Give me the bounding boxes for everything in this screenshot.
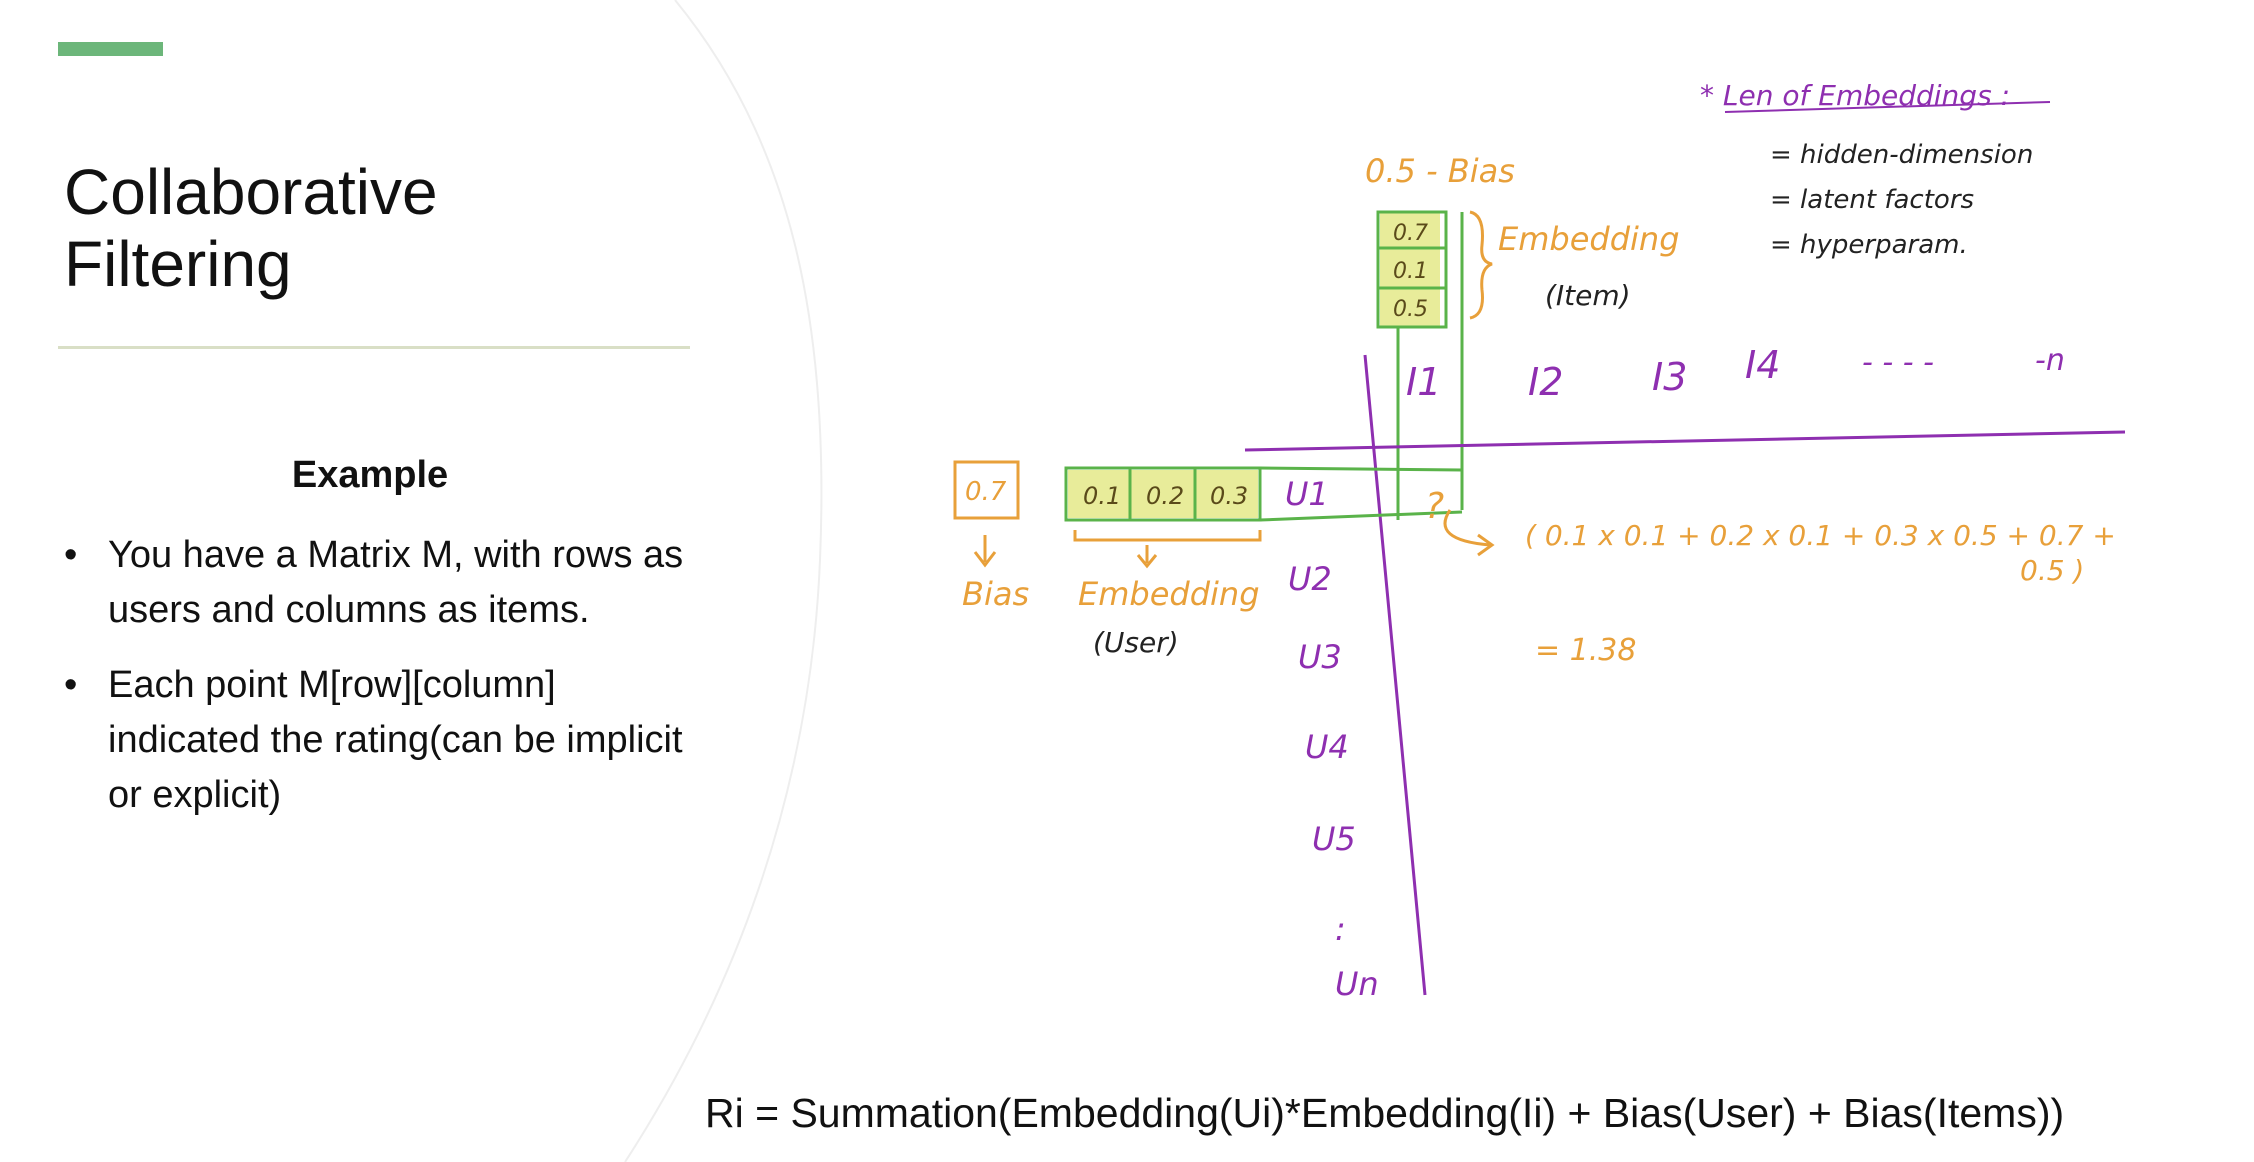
user-embedding-value-2: 0.2 (1146, 482, 1184, 510)
user-bias-box (953, 460, 1020, 520)
calc-arrowhead (1477, 533, 1495, 557)
title-line-1: Collaborative (64, 156, 438, 228)
user-header: U2 (1288, 560, 1332, 598)
bullet-item: • You have a Matrix M, with rows as users… (62, 528, 702, 638)
item-header: I1 (1406, 360, 1441, 404)
user-embedding-label: Embedding (1078, 575, 1260, 613)
item-embedding-value-2: 0.1 (1393, 259, 1428, 284)
notes-line-3: = hyperparam. (1770, 230, 1968, 260)
user-row-top-edge (1259, 466, 1463, 472)
item-embedding-brace (1469, 210, 1493, 320)
user-embedding-bracket (1073, 530, 1262, 542)
item-embedding-value-1: 0.7 (1393, 221, 1428, 246)
example-heading: Example (291, 454, 449, 496)
title-line-2: Filtering (64, 228, 292, 300)
slide-title: Collaborative Filtering (64, 156, 438, 300)
title-divider (58, 346, 690, 349)
item-header: I4 (1745, 343, 1780, 387)
user-header: U4 (1305, 728, 1349, 766)
accent-bar (58, 42, 163, 56)
item-embedding-box (1376, 210, 1448, 329)
user-header: U1 (1285, 475, 1329, 513)
user-embedding-sublabel: (User) (1093, 626, 1179, 659)
cell-marker: ? (1425, 486, 1444, 527)
user-bias-value: 0.7 (965, 477, 1007, 507)
item-embedding-label: Embedding (1498, 220, 1680, 258)
user-bias-label: Bias (962, 575, 1029, 613)
calc-line-2: 0.5 ) (2020, 554, 2084, 587)
bullet-text: Each point M[row][column] indicated the … (108, 664, 683, 816)
item-header: - - - - (1862, 345, 1934, 380)
bullet-dot: • (64, 664, 78, 706)
item-bias-label: 0.5 - Bias (1365, 152, 1515, 190)
user-embedding-highlight (1068, 470, 1258, 518)
notes-line-1: = hidden-dimension (1770, 140, 2033, 170)
calc-result: = 1.38 (1535, 633, 1636, 668)
calc-line-1: ( 0.1 x 0.1 + 0.2 x 0.1 + 0.3 x 0.5 + 0.… (1525, 519, 2116, 552)
user-row-bottom-edge (1259, 510, 1463, 522)
bullet-list: • You have a Matrix M, with rows as users… (62, 528, 702, 843)
user-embedding-value-3: 0.3 (1210, 482, 1248, 510)
user-bias-arrowhead (973, 551, 997, 568)
matrix-horizontal-axis (1244, 430, 2126, 452)
notes-line-2: = latent factors (1770, 185, 1974, 215)
user-embedding-arrowhead (1136, 554, 1158, 569)
bullet-dot: • (64, 534, 78, 576)
item-embedding-highlight (1380, 213, 1440, 326)
formula-text: Ri = Summation(Embedding(Ui)*Embedding(I… (705, 1090, 2065, 1136)
user-embedding-box (1064, 466, 1262, 522)
item-embedding-value-3: 0.5 (1393, 297, 1428, 322)
item-header: I3 (1652, 355, 1687, 399)
item-embedding-sublabel: (Item) (1545, 279, 1631, 312)
user-header: U5 (1312, 820, 1356, 858)
item-header: -n (2035, 343, 2065, 378)
user-header: Un (1335, 965, 1379, 1003)
matrix-vertical-axis (1363, 354, 1427, 996)
item-header: I2 (1528, 360, 1563, 404)
bullet-item: • Each point M[row][column] indicated the… (62, 658, 702, 823)
user-header: U3 (1298, 638, 1342, 676)
notes-title: * Len of Embeddings : (1700, 79, 2010, 112)
calc-arrow (1443, 509, 1491, 547)
user-embedding-value-1: 0.1 (1083, 482, 1121, 510)
user-header: : (1335, 910, 1346, 948)
notes-title-underline (1724, 101, 2051, 113)
bullet-text: You have a Matrix M, with rows as users … (108, 534, 684, 631)
